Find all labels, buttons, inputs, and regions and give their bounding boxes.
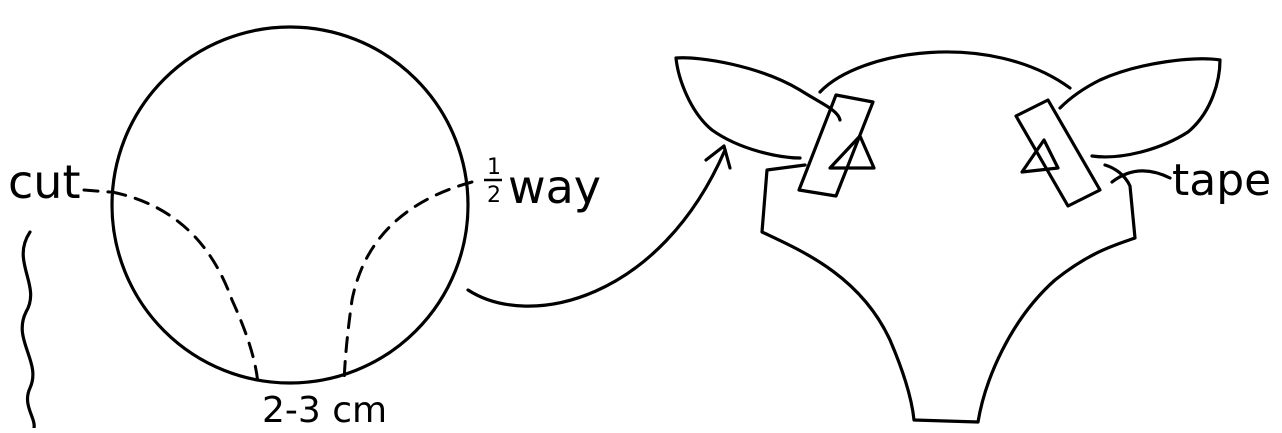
half-way-label: 1 2 way xyxy=(484,155,601,214)
right-tape-strip xyxy=(1016,100,1100,206)
cut-line-right xyxy=(344,182,472,384)
cut-leader xyxy=(84,190,110,192)
half-numerator: 1 xyxy=(487,155,501,180)
tape-label: tape xyxy=(1172,155,1271,206)
left-ear xyxy=(676,58,840,158)
way-label: way xyxy=(508,160,601,214)
fox-mask xyxy=(676,52,1220,422)
left-tape-strip xyxy=(799,95,873,196)
half-denominator: 2 xyxy=(487,183,501,208)
circle-template xyxy=(112,27,472,384)
squiggle-line xyxy=(22,232,34,428)
cut-label: cut xyxy=(8,155,80,209)
head-outline xyxy=(762,52,1135,422)
measure-label: 2-3 cm xyxy=(262,390,387,428)
right-ear xyxy=(1060,59,1220,157)
